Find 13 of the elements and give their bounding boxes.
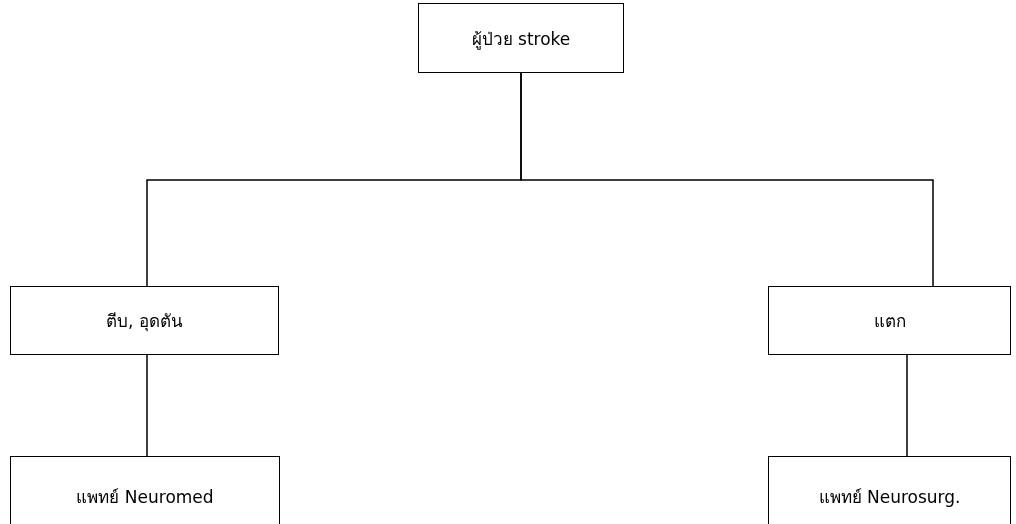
connector-line [146, 354, 148, 457]
process-box [768, 286, 1011, 355]
box-label: แพทย์ Neurosurg. [818, 485, 961, 509]
box-label: แพทย์ Neuromed [76, 485, 214, 509]
process-box [10, 456, 280, 524]
process-box [768, 456, 1011, 524]
process-box [418, 3, 624, 73]
connector-line [520, 72, 934, 287]
connector-line [906, 354, 908, 457]
box-label: แตก [873, 310, 906, 333]
process-box [10, 286, 279, 355]
box-label: ผู้ป่วย stroke [471, 27, 571, 52]
box-label: ตีบ, อุดตัน [106, 310, 183, 334]
